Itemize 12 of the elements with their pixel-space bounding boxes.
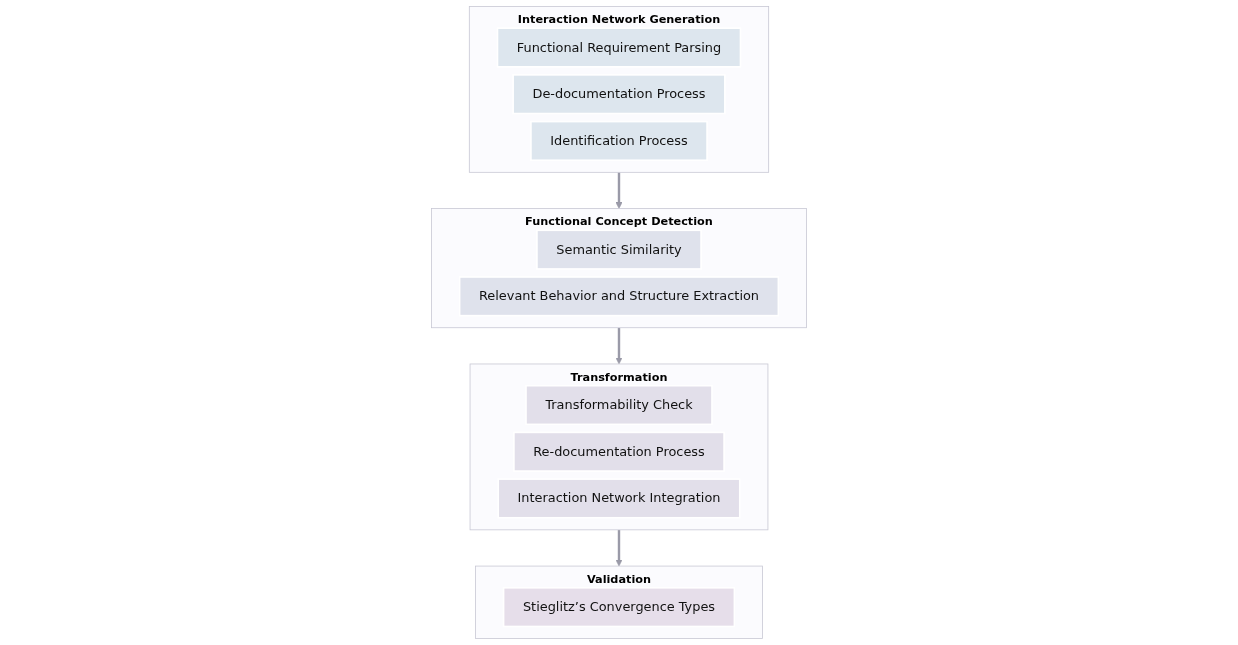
node-box: Re-documentation Process [513, 431, 725, 472]
node-box: Identification Process [530, 120, 708, 162]
node-box: Semantic Similarity [536, 229, 702, 270]
node-box: Interaction Network Integration [497, 478, 741, 519]
node-box: Functional Requirement Parsing [496, 27, 742, 68]
arrow [615, 327, 623, 365]
node-box: Stieglitz’s Convergence Types [502, 587, 736, 628]
node-box: Transformability Check [525, 384, 713, 426]
node-box: De-documentation Process [512, 74, 726, 115]
arrow [615, 172, 623, 209]
node-box: Relevant Behavior and Structure Extraction [458, 276, 780, 317]
arrow [615, 529, 623, 567]
